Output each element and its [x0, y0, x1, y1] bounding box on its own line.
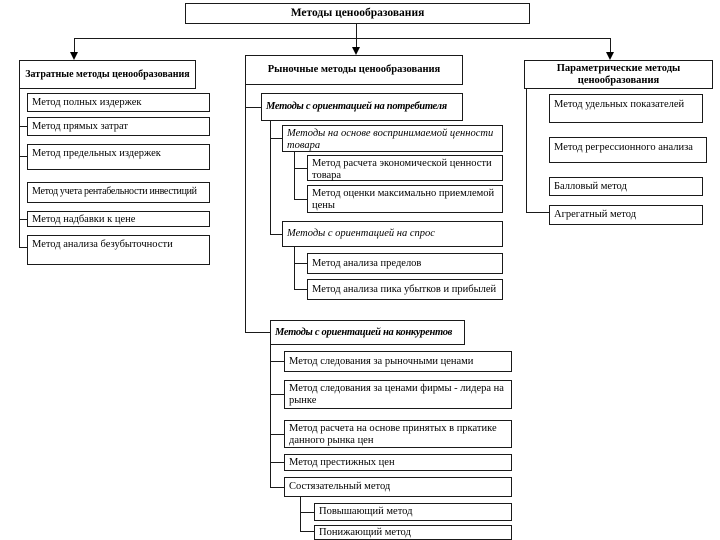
connector-stub	[270, 234, 282, 235]
node-consumer-oriented-header: Методы с ориентацией на потребителя	[261, 93, 463, 121]
connector-stub	[294, 289, 307, 290]
connector-right-branch	[610, 38, 611, 53]
node-pricing-methods-root: Методы ценообразования	[185, 3, 530, 24]
connector-stub	[270, 361, 284, 362]
node-cost-method: Метод анализа безубыточности	[27, 235, 210, 265]
node-competitor-method: Метод престижных цен	[284, 454, 512, 471]
connector-cost-trunk	[19, 89, 20, 247]
node-parametric-method: Метод удельных показателей	[549, 94, 703, 123]
connector-stub	[526, 212, 549, 213]
connector-stub	[294, 168, 307, 169]
arrow-down-icon	[606, 52, 614, 60]
node-parametric-method: Агрегатный метод	[549, 205, 703, 225]
connector-middle-branch	[356, 38, 357, 48]
arrow-down-icon	[70, 52, 78, 60]
node-demand-method: Метод анализа пика убытков и прибылей	[307, 279, 503, 300]
node-competitor-method: Метод следования за ценами фирмы - лидер…	[284, 380, 512, 409]
node-competitor-method: Метод расчета на основе принятых в пркат…	[284, 420, 512, 448]
node-parametric-methods-header: Параметрические методы ценообразования	[524, 60, 713, 89]
node-competitor-method: Состязательный метод	[284, 477, 512, 497]
connector-root-drop	[356, 24, 357, 38]
node-cost-methods-header: Затратные методы ценообразования	[19, 60, 196, 89]
node-cost-method: Метод прямых затрат	[27, 117, 210, 136]
node-tender-method: Повышающий метод	[314, 503, 512, 521]
connector-stub	[300, 531, 314, 532]
connector-top-horizontal	[74, 38, 611, 39]
node-cost-method: Метод предельных издержек	[27, 144, 210, 170]
connector-stub	[270, 434, 284, 435]
connector-stub	[19, 126, 27, 127]
connector-demand-trunk	[294, 247, 295, 289]
node-cost-method: Метод надбавки к цене	[27, 211, 210, 227]
node-demand-oriented-header: Методы с ориентацией на спрос	[282, 221, 503, 247]
connector-consumer-trunk	[270, 121, 271, 234]
connector-stub	[270, 394, 284, 395]
connector-tender-trunk	[300, 497, 301, 531]
node-perceived-method: Метод расчета экономической ценности тов…	[307, 155, 503, 181]
connector-left-branch	[74, 38, 75, 53]
node-competitor-oriented-header: Методы с ориентацией на конкурентов	[270, 320, 465, 345]
connector-parametric-trunk	[526, 89, 527, 212]
node-market-methods-header: Рыночные методы ценообразования	[245, 55, 463, 85]
node-parametric-method: Балловый метод	[549, 177, 703, 196]
node-perceived-value-header: Методы на основе воспринимаемой ценности…	[282, 125, 503, 152]
connector-stub	[245, 332, 270, 333]
node-tender-method: Понижающий метод	[314, 525, 512, 540]
node-cost-method: Метод учета рентабельности инвестиций	[27, 182, 210, 203]
connector-stub	[300, 512, 314, 513]
connector-stub	[294, 199, 307, 200]
node-perceived-method: Метод оценки максимально приемлемой цены	[307, 185, 503, 213]
connector-stub	[19, 156, 27, 157]
connector-stub	[270, 462, 284, 463]
node-competitor-method: Метод следования за рыночными ценами	[284, 351, 512, 372]
connector-market-trunk	[245, 85, 246, 332]
arrow-down-icon	[352, 47, 360, 55]
node-parametric-method: Метод регрессионного анализа	[549, 137, 707, 163]
connector-perceived-trunk	[294, 152, 295, 199]
connector-stub	[294, 263, 307, 264]
connector-stub	[270, 487, 284, 488]
connector-stub	[19, 219, 27, 220]
connector-stub	[245, 107, 261, 108]
connector-competitor-trunk	[270, 345, 271, 487]
node-cost-method: Метод полных издержек	[27, 93, 210, 112]
node-demand-method: Метод анализа пределов	[307, 253, 503, 274]
connector-stub	[270, 138, 282, 139]
connector-stub	[19, 247, 27, 248]
